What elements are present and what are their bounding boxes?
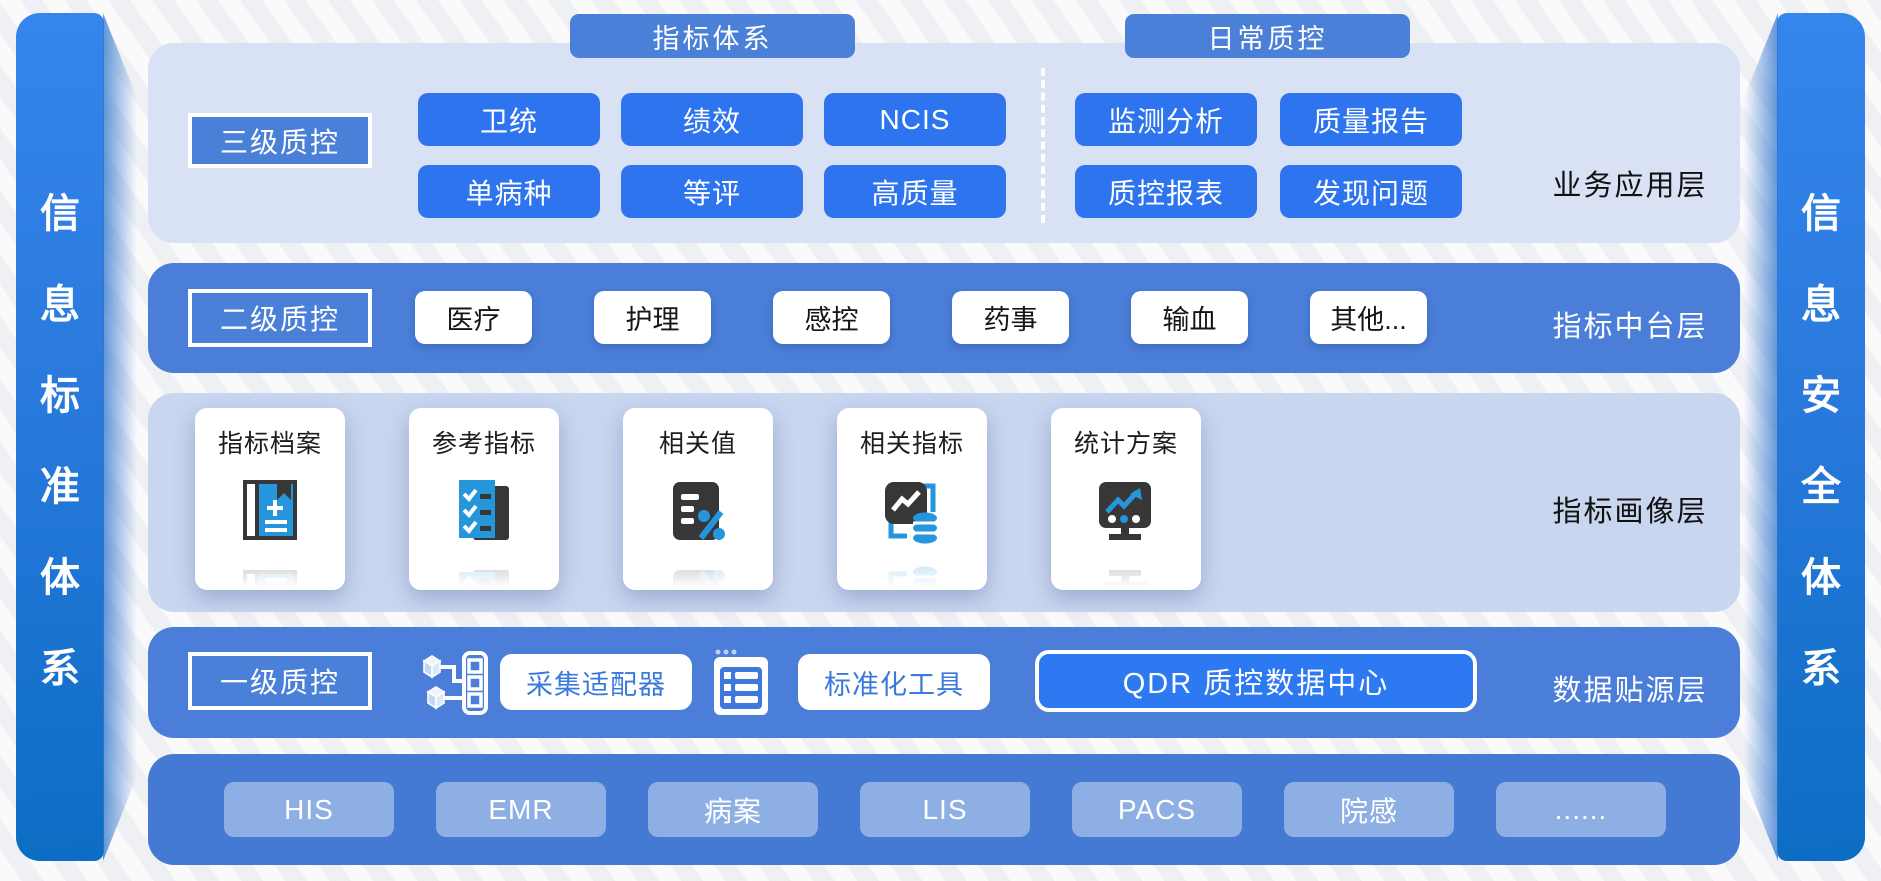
card-indicator-archive[interactable]: 指标档案 [195, 408, 345, 590]
button-ncis[interactable]: NCIS [824, 93, 1006, 146]
button-qita[interactable]: 其他... [1310, 291, 1427, 344]
sidebar-info-standard-system: 信 息 标 准 体 系 [16, 13, 104, 861]
button-emr[interactable]: EMR [436, 782, 606, 837]
layer-label-platform: 指标中台层 [1552, 311, 1708, 343]
domain-button-group: 医疗 护理 感控 药事 输血 其他... [415, 291, 1427, 344]
chart-database-icon [871, 472, 953, 554]
sidebar-char: 安 [1801, 373, 1841, 418]
button-zhikong-baobiao[interactable]: 质控报表 [1075, 165, 1257, 218]
card-title: 相关指标 [859, 430, 964, 458]
button-zhiliang-baogao[interactable]: 质量报告 [1280, 93, 1462, 146]
standardize-form-icon [710, 647, 774, 724]
system-button-group: HIS EMR 病案 LIS PACS 院感 ...... [224, 782, 1666, 837]
tab-daily-qc[interactable]: 日常质控 [1125, 14, 1410, 58]
layer-label-business: 业务应用层 [1552, 170, 1708, 202]
portrait-card-group: 指标档案 参考指标 [195, 408, 1201, 590]
card-related-indicator[interactable]: 相关指标 [837, 408, 987, 590]
layer-label-source: 数据贴源层 [1552, 675, 1708, 707]
button-yiliao[interactable]: 医疗 [415, 291, 532, 344]
daily-qc-button-group: 监测分析 质量报告 质控报表 发现问题 [1075, 93, 1462, 218]
layer-indicator-portrait: 指标档案 参考指标 [148, 393, 1740, 612]
sidebar-char: 准 [40, 464, 80, 509]
layer-data-source: 一级质控 采集适配器 [148, 627, 1740, 738]
sidebar-char: 系 [1801, 646, 1841, 691]
button-bingan[interactable]: 病案 [648, 782, 818, 837]
sidebar-char: 体 [40, 555, 80, 600]
qc-level1-box[interactable]: 一级质控 [188, 652, 372, 710]
button-danbingzhong[interactable]: 单病种 [418, 165, 600, 218]
sidebar-char: 信 [1801, 191, 1841, 236]
button-his[interactable]: HIS [224, 782, 394, 837]
card-title: 参考指标 [431, 430, 536, 458]
layer-source-systems: HIS EMR 病案 LIS PACS 院感 ...... [148, 754, 1740, 865]
sidebar-char: 信 [40, 191, 80, 236]
adapter-tool-button[interactable]: 采集适配器 [500, 654, 692, 710]
button-huli[interactable]: 护理 [594, 291, 711, 344]
sidebar-info-security-system: 信 息 安 全 体 系 [1777, 13, 1865, 861]
layer-indicator-platform: 二级质控 医疗 护理 感控 药事 输血 其他... 指标中台层 [148, 263, 1740, 373]
percent-doc-icon [657, 472, 739, 554]
card-statistics-plan[interactable]: 统计方案 [1051, 408, 1201, 590]
card-title: 相关值 [658, 430, 737, 458]
card-reference-indicator[interactable]: 参考指标 [409, 408, 559, 590]
button-gankong[interactable]: 感控 [773, 291, 890, 344]
sidebar-char: 系 [40, 646, 80, 691]
qc-level3-box[interactable]: 三级质控 [188, 113, 372, 168]
button-weitong[interactable]: 卫统 [418, 93, 600, 146]
tab-indicator-system[interactable]: 指标体系 [570, 14, 855, 58]
button-dengping[interactable]: 等评 [621, 165, 803, 218]
sidebar-left-bevel [103, 13, 137, 861]
indicator-button-group: 卫统 绩效 NCIS 单病种 等评 高质量 [418, 93, 1006, 218]
button-gaozhiliang[interactable]: 高质量 [824, 165, 1006, 218]
card-related-value[interactable]: 相关值 [623, 408, 773, 590]
sidebar-char: 全 [1801, 464, 1841, 509]
adapter-flow-icon [416, 645, 494, 726]
button-lis[interactable]: LIS [860, 782, 1030, 837]
sidebar-char: 体 [1801, 555, 1841, 600]
checklist-icon [443, 472, 525, 554]
sidebar-char: 标 [40, 373, 80, 418]
button-faxian-wenti[interactable]: 发现问题 [1280, 165, 1462, 218]
button-jiance-fenxi[interactable]: 监测分析 [1075, 93, 1257, 146]
card-title: 指标档案 [217, 430, 322, 458]
layer-business-application: 指标体系 日常质控 三级质控 卫统 绩效 NCIS 单病种 等评 高质量 监测分… [148, 14, 1740, 243]
button-jixiao[interactable]: 绩效 [621, 93, 803, 146]
qc-level2-box[interactable]: 二级质控 [188, 289, 372, 347]
button-shuxue[interactable]: 输血 [1131, 291, 1248, 344]
button-yaoshi[interactable]: 药事 [952, 291, 1069, 344]
button-yuangan[interactable]: 院感 [1284, 782, 1454, 837]
stats-monitor-icon [1085, 472, 1167, 554]
standardize-tool-button[interactable]: 标准化工具 [798, 654, 990, 710]
book-archive-icon [229, 472, 311, 554]
button-more-systems[interactable]: ...... [1496, 782, 1666, 837]
dashed-divider [1041, 68, 1045, 223]
sidebar-right-bevel [1744, 13, 1778, 861]
button-pacs[interactable]: PACS [1072, 782, 1242, 837]
sidebar-char: 息 [40, 282, 80, 327]
qdr-data-center-button[interactable]: QDR 质控数据中心 [1035, 650, 1477, 712]
card-title: 统计方案 [1073, 430, 1178, 458]
layer-label-portrait: 指标画像层 [1552, 496, 1708, 528]
sidebar-char: 息 [1801, 282, 1841, 327]
